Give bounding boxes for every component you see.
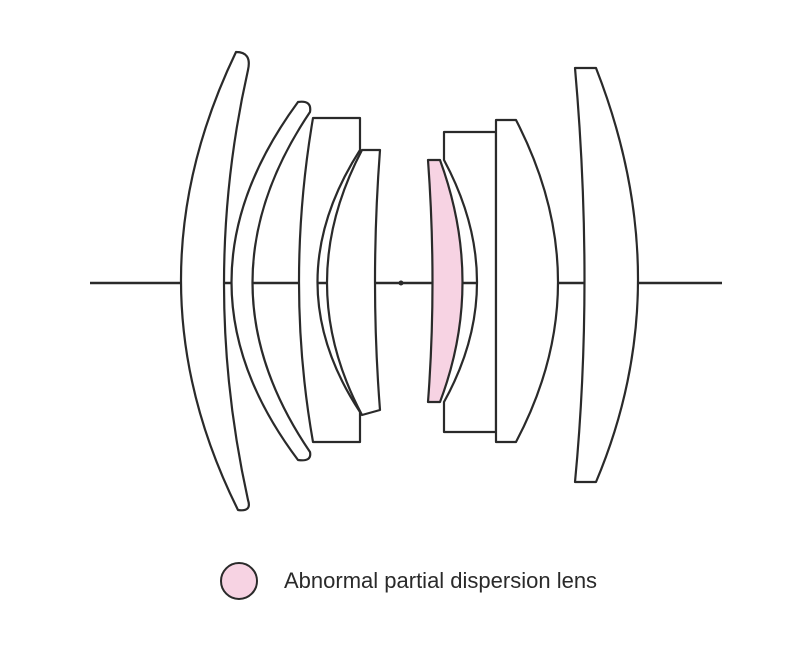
lens-element-6 bbox=[442, 130, 498, 434]
lens-element-5-abnormal-dispersion bbox=[426, 158, 464, 404]
lens-element-2 bbox=[230, 100, 312, 462]
legend-label: Abnormal partial dispersion lens bbox=[284, 568, 598, 593]
lens-element-4 bbox=[326, 148, 382, 417]
lens-element-3 bbox=[297, 116, 362, 444]
legend: Abnormal partial dispersion lens bbox=[220, 562, 597, 600]
legend-swatch-pink bbox=[220, 562, 258, 600]
aperture-marker bbox=[398, 280, 404, 286]
lens-element-1 bbox=[179, 50, 250, 512]
lens-element-8 bbox=[573, 66, 640, 484]
lens-element-7 bbox=[494, 118, 559, 444]
